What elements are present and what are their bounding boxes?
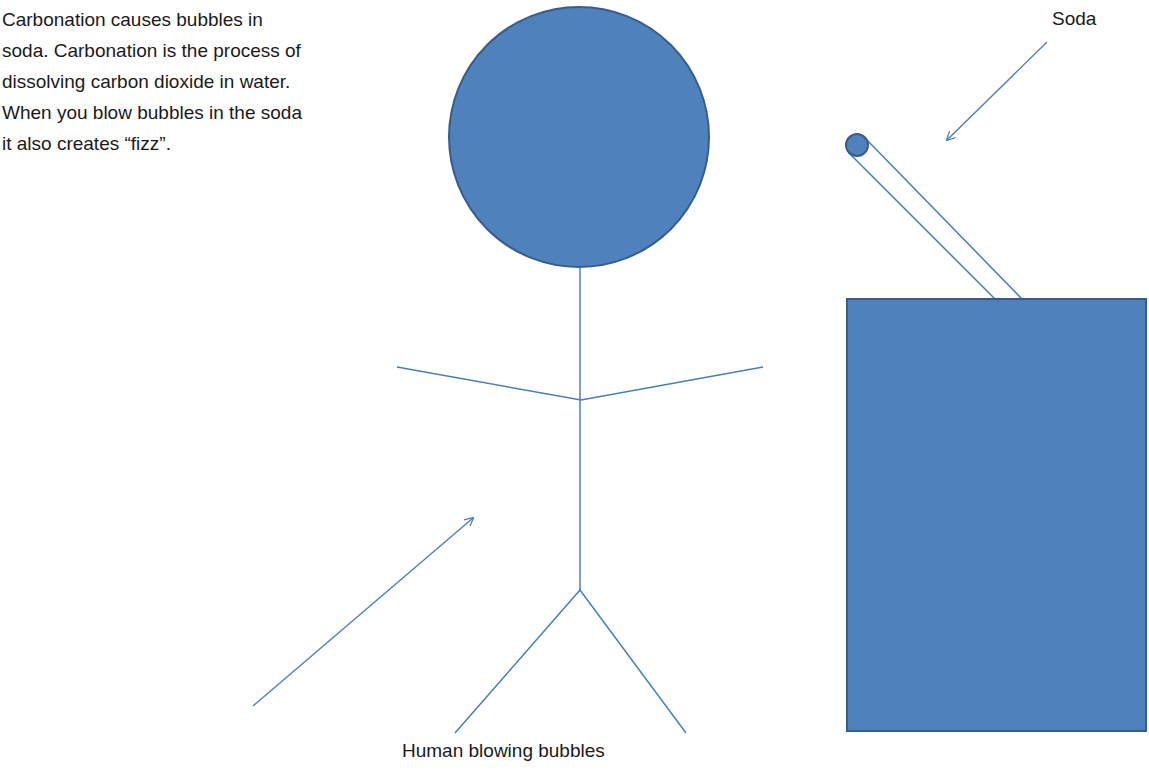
part-label: Soda <box>1052 3 1142 34</box>
note-text: Carbonation causes bubbles in soda. Carb… <box>2 4 302 159</box>
legs-line <box>455 590 686 733</box>
straw <box>849 139 1022 299</box>
leader-arrow <box>253 518 473 706</box>
arms-line <box>397 367 763 400</box>
straw-tip <box>846 134 868 156</box>
head-circle <box>449 7 709 267</box>
soda-cup <box>847 299 1146 731</box>
leader-arrow <box>947 42 1047 140</box>
part-label: Human blowing bubbles <box>402 735 662 766</box>
body-line <box>579 267 581 590</box>
